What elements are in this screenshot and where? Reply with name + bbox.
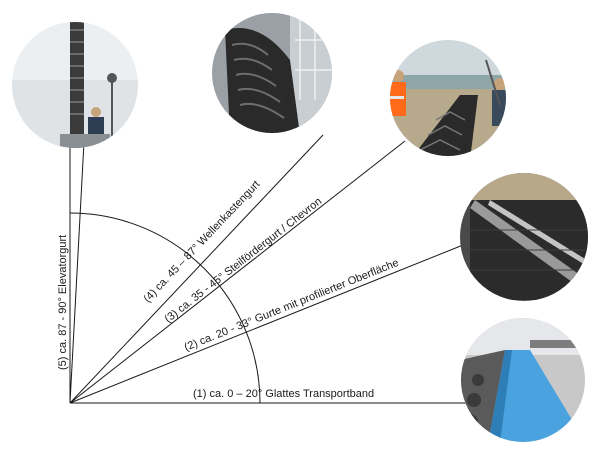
ray-5b-elevator xyxy=(69,141,85,404)
label-line-2: (2) ca. 20 - 33° Gurte mit profilierter … xyxy=(183,257,401,354)
elevator-belt-photo-icon xyxy=(12,22,138,148)
corrugated-sidewall-belt-photo-icon xyxy=(212,13,332,133)
angle-arc-outer xyxy=(69,212,261,404)
label-line-5: (5) ca. 87 - 90° Elevatorgurt xyxy=(57,235,69,370)
ray-2-profiled xyxy=(69,242,469,404)
ray-4-sidewall xyxy=(69,134,324,404)
profiled-belt-photo-icon xyxy=(460,173,588,301)
smooth-belt-photo-icon xyxy=(461,318,585,442)
label-line-1: (1) ca. 0 – 20° Glattes Transportband xyxy=(193,388,374,400)
ray-3-chevron xyxy=(69,140,406,404)
